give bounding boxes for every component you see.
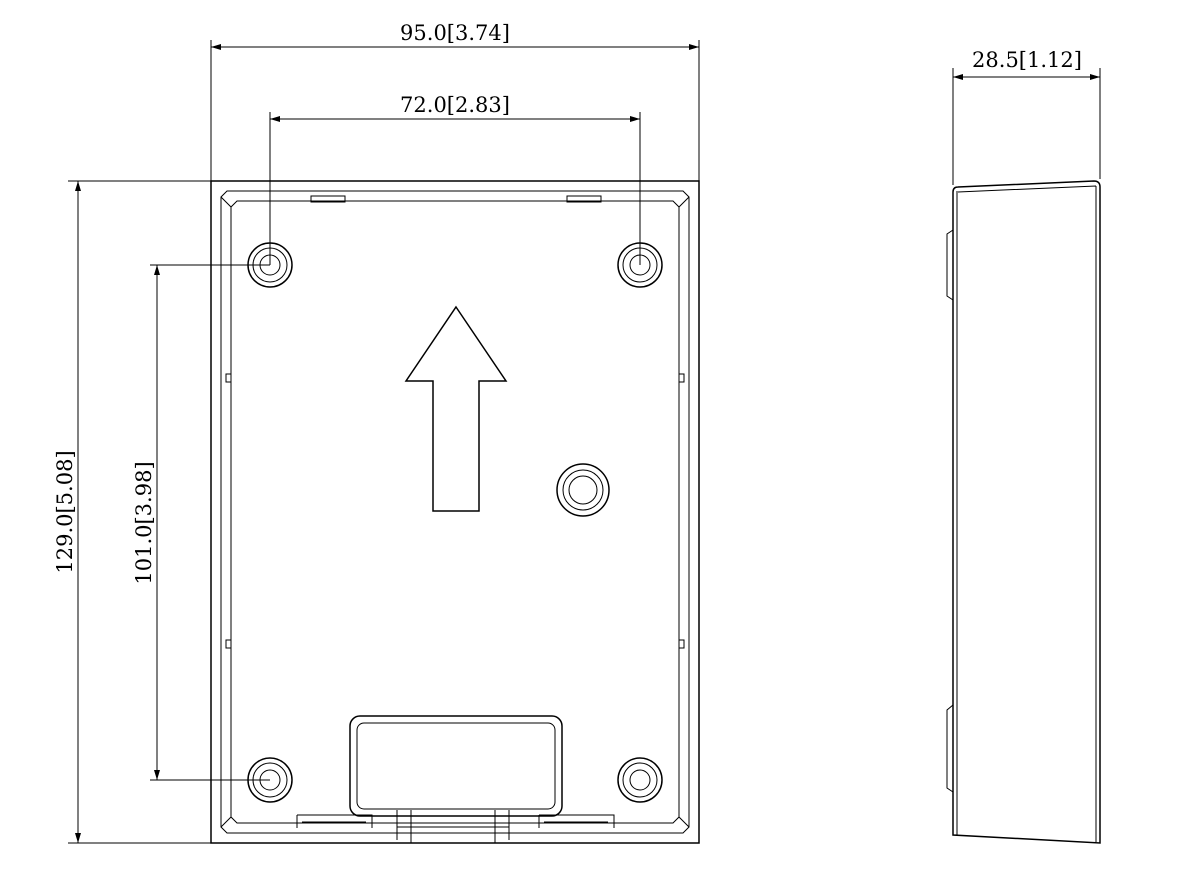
dimension-depth: 28.5[1.12]	[952, 48, 1101, 185]
mounting-hole-bottom-right	[617, 757, 663, 803]
side-view	[946, 180, 1101, 844]
dimension-hole-spacing-horizontal: 72.0[2.83]	[269, 93, 641, 265]
clip-top-left	[310, 195, 346, 203]
up-arrow-icon	[404, 305, 508, 512]
label-hole-spacing-vertical: 101.0[3.98]	[132, 461, 156, 584]
bottom-tab	[349, 715, 563, 817]
front-view	[210, 180, 700, 844]
label-depth: 28.5[1.12]	[972, 48, 1082, 72]
clip-top-right	[566, 195, 602, 203]
side-outline	[952, 180, 1101, 844]
label-overall-width: 95.0[3.74]	[400, 21, 510, 45]
label-overall-height: 129.0[5.08]	[53, 450, 77, 573]
inner-rim-2	[230, 200, 680, 824]
dimension-overall-height: 129.0[5.08]	[53, 180, 211, 844]
side-bump-bottom	[946, 704, 954, 793]
side-bump-top	[946, 229, 954, 301]
dimension-overall-width: 95.0[3.74]	[210, 21, 700, 181]
inner-rim	[220, 190, 690, 834]
outer-outline	[210, 180, 700, 844]
cable-hole	[556, 463, 610, 517]
dimension-hole-spacing-vertical: 101.0[3.98]	[132, 264, 270, 781]
label-hole-spacing-horizontal: 72.0[2.83]	[400, 93, 510, 117]
